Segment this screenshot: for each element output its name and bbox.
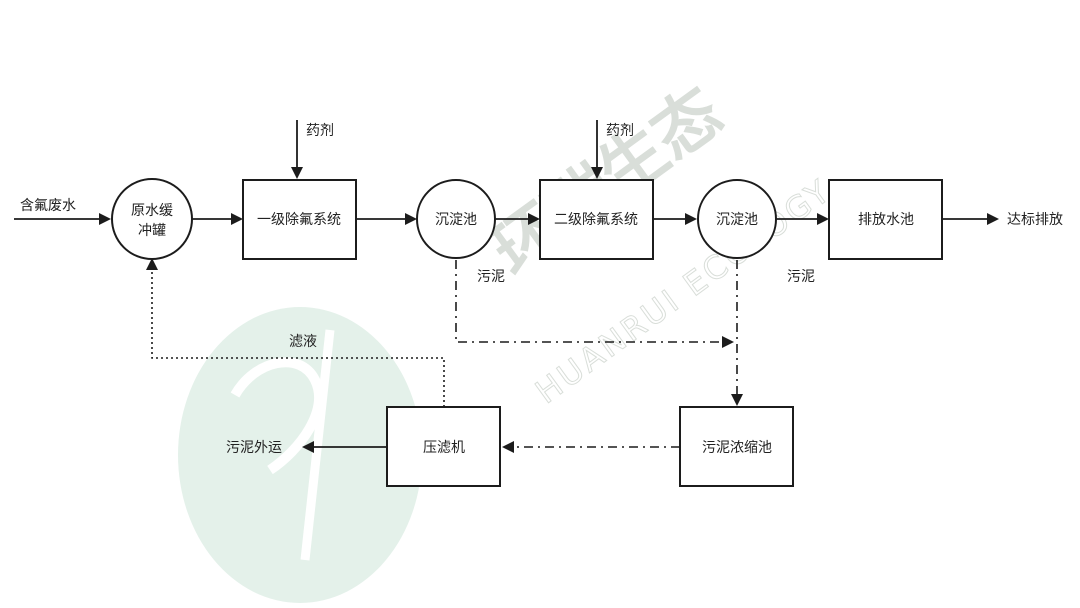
arrow-head <box>502 441 514 453</box>
watermark-logo-stroke <box>230 357 324 475</box>
stage1-box <box>242 179 357 260</box>
settling1-shape <box>416 179 496 259</box>
watermark: 环瑞生态 HUANRUI ECOLOGY <box>178 73 839 603</box>
arrow-head <box>591 167 603 179</box>
filtrate-return <box>146 258 445 407</box>
filter-press-label: 压滤机 <box>423 440 465 456</box>
node-discharge-pool: 排放水池 <box>828 179 943 260</box>
sludge-thickener-label: 污泥浓缩池 <box>702 440 772 456</box>
arrow-head <box>722 336 734 348</box>
settling2-label: 沉淀池 <box>716 212 758 228</box>
node-settling1: 沉淀池 <box>416 179 496 259</box>
main-flow-lines <box>14 120 999 453</box>
stage1-label: 一级除氟系统 <box>257 212 341 228</box>
filtrate-label: 滤液 <box>289 334 317 350</box>
settling2-shape <box>697 179 777 259</box>
sludge-out-label: 污泥外运 <box>226 440 282 456</box>
buffer-tank-label-1: 原水缓 <box>131 203 173 219</box>
arrow-head <box>231 213 243 225</box>
arrow-head <box>987 213 999 225</box>
buffer-tank-shape <box>111 178 193 260</box>
input-label: 含氟废水 <box>20 198 76 214</box>
arrow-head <box>146 258 158 270</box>
output-label: 达标排放 <box>1007 212 1063 228</box>
settling1-label: 沉淀池 <box>435 212 477 228</box>
filter-press-box <box>386 406 501 487</box>
filtrate-return-line <box>151 268 445 407</box>
node-filter-press: 压滤机 <box>386 406 501 487</box>
arrow-head <box>302 441 314 453</box>
node-sludge-thickener: 污泥浓缩池 <box>679 406 794 487</box>
node-stage2: 二级除氟系统 <box>539 179 654 260</box>
sludge-label-1: 污泥 <box>477 269 505 285</box>
stage2-box <box>539 179 654 260</box>
arrow-head <box>817 213 829 225</box>
watermark-logo-stroke-2 <box>300 329 335 561</box>
stage2-label: 二级除氟系统 <box>554 212 638 228</box>
watermark-logo <box>178 307 422 603</box>
sludge-label-2: 污泥 <box>787 269 815 285</box>
sludge-lines <box>455 260 743 453</box>
arrow-head <box>291 167 303 179</box>
reagent-label-2: 药剂 <box>606 123 634 139</box>
buffer-tank-label-2: 冲罐 <box>138 223 166 239</box>
arrow-head <box>405 213 417 225</box>
sludge-line-1 <box>455 260 722 343</box>
sludge-thickener-box <box>679 406 794 487</box>
reagent-label-1: 药剂 <box>306 123 334 139</box>
arrow-head <box>731 394 743 406</box>
discharge-pool-box <box>828 179 943 260</box>
discharge-pool-label: 排放水池 <box>858 212 914 228</box>
node-buffer-tank: 原水缓 冲罐 <box>111 178 193 260</box>
node-settling2: 沉淀池 <box>697 179 777 259</box>
arrow-head <box>99 213 111 225</box>
arrow-head <box>528 213 540 225</box>
arrow-head <box>685 213 697 225</box>
node-stage1: 一级除氟系统 <box>242 179 357 260</box>
